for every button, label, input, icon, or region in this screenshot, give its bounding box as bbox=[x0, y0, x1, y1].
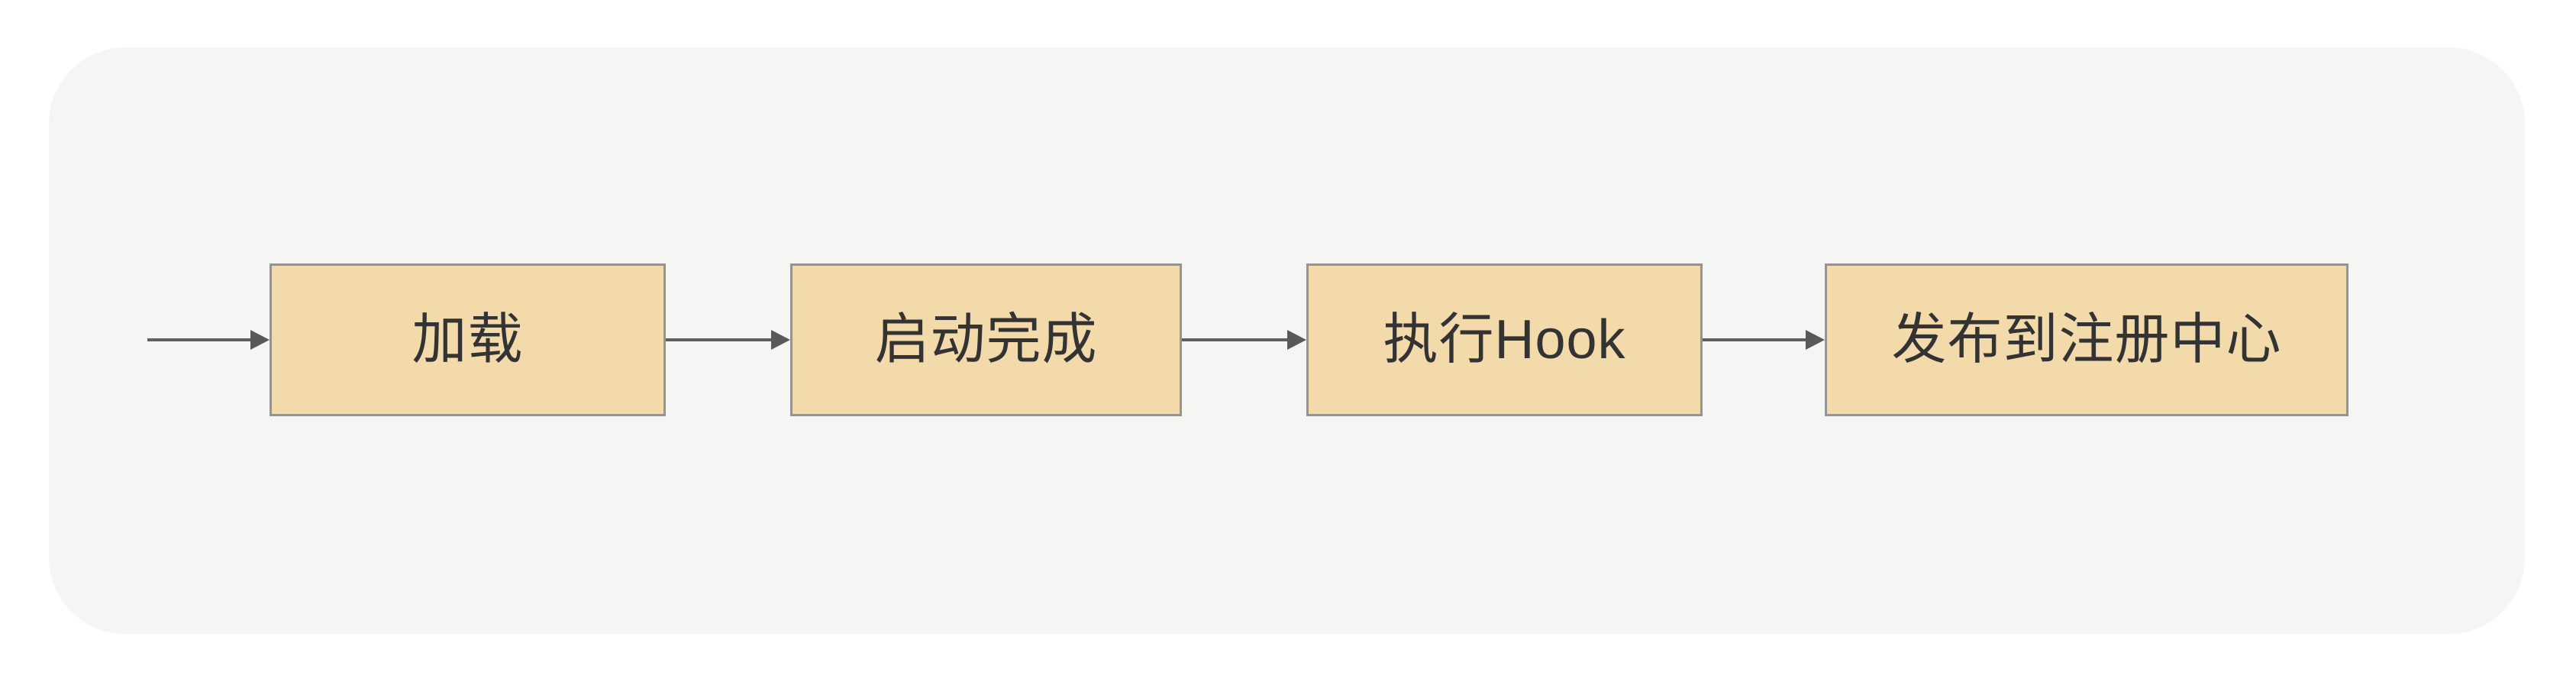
arrow-line bbox=[147, 338, 254, 341]
flow-node-execute-hook: 执行Hook bbox=[1306, 263, 1703, 416]
flow-node-load: 加载 bbox=[270, 263, 666, 416]
flow-arrow-load-to-startup bbox=[666, 330, 790, 350]
flow-node-label: 发布到注册中心 bbox=[1891, 309, 2282, 370]
flow-node-label: 加载 bbox=[412, 309, 524, 370]
arrow-head-icon bbox=[1806, 330, 1825, 350]
flow-node-label: 启动完成 bbox=[874, 309, 1098, 370]
flow-arrow-start bbox=[147, 330, 270, 350]
arrow-line bbox=[1703, 338, 1809, 341]
flow-node-label: 执行Hook bbox=[1383, 309, 1626, 370]
flow-arrow-hook-to-publish bbox=[1703, 330, 1825, 350]
arrow-line bbox=[1182, 338, 1291, 341]
arrow-line bbox=[666, 338, 775, 341]
arrow-head-icon bbox=[1287, 330, 1306, 350]
flow-node-publish-to-registry: 发布到注册中心 bbox=[1825, 263, 2348, 416]
arrow-head-icon bbox=[250, 330, 270, 350]
flow-arrow-startup-to-hook bbox=[1182, 330, 1306, 350]
flow-node-startup-complete: 启动完成 bbox=[790, 263, 1182, 416]
arrow-head-icon bbox=[771, 330, 790, 350]
